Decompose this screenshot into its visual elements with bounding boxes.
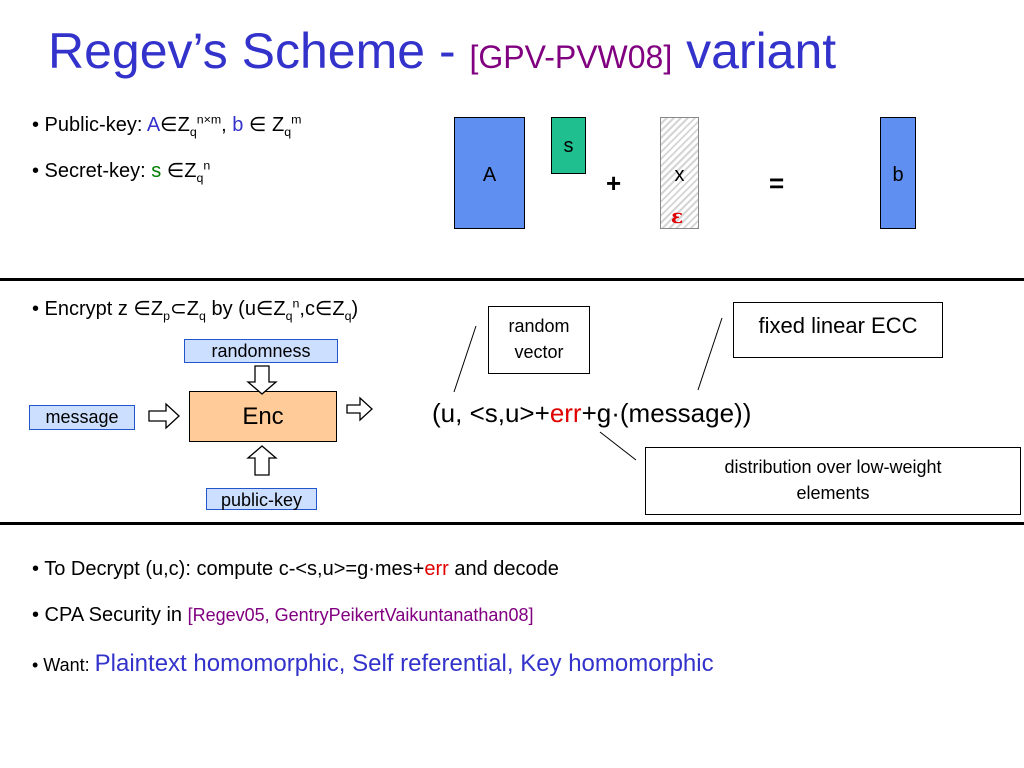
encrypt-superscript-n: n bbox=[292, 296, 300, 311]
pk-superscript-m: m bbox=[291, 112, 302, 127]
public-key-bullet: • Public-key: A∈Zqn×m, b ∈ Zqm bbox=[32, 112, 301, 139]
decrypt-bullet: • To Decrypt (u,c): compute c-<s,u>=g·me… bbox=[32, 558, 559, 581]
cpa-citation: [Regev05, GentryPeikertVaikuntanathan08] bbox=[187, 605, 534, 625]
pk-element-of-2: ∈ Z bbox=[243, 114, 285, 136]
noise-vector-box: x bbox=[660, 117, 699, 229]
encrypt-subscript-p: p bbox=[163, 309, 171, 323]
public-key-label-box: public-key bbox=[206, 488, 317, 510]
pk-element-of: ∈Z bbox=[160, 114, 190, 136]
arrow-right-out-icon bbox=[346, 396, 373, 422]
random-vector-pointer bbox=[453, 325, 477, 393]
formula-part-a: (u, <s,u>+ bbox=[432, 398, 550, 428]
vector-b-box: b bbox=[880, 117, 916, 229]
pk-subscript-q-2: q bbox=[284, 125, 292, 139]
encrypt-text-c: by (u∈Z bbox=[205, 298, 286, 320]
vector-s-label: s bbox=[563, 135, 574, 157]
matrix-a-box: A bbox=[454, 117, 525, 229]
ciphertext-formula: (u, <s,u>+err+g·(message)) bbox=[432, 398, 751, 429]
public-key-label: • Public-key: bbox=[32, 114, 147, 136]
fixed-ecc-callout: fixed linear ECC bbox=[733, 302, 943, 358]
pk-matrix-symbol: A bbox=[146, 114, 161, 136]
random-vector-callout: random vector bbox=[488, 306, 590, 374]
epsilon-symbol: ε bbox=[671, 204, 684, 228]
secret-key-bullet: • Secret-key: s ∈Zqn bbox=[32, 158, 210, 185]
encrypt-subscript-q1: q bbox=[199, 309, 206, 323]
sk-subscript-q: q bbox=[196, 171, 204, 185]
secret-key-label: • Secret-key: bbox=[32, 160, 152, 182]
title-suffix: variant bbox=[672, 23, 837, 79]
pk-comma: , bbox=[221, 114, 233, 136]
decrypt-err: err bbox=[424, 558, 449, 580]
arrow-down-icon bbox=[246, 365, 278, 395]
formula-err: err bbox=[549, 398, 582, 428]
distribution-callout: distribution over low-weight elements bbox=[645, 447, 1021, 515]
divider-bottom bbox=[0, 522, 1024, 525]
title-main: Regev’s Scheme - bbox=[48, 23, 470, 79]
pk-subscript-q: q bbox=[189, 125, 197, 139]
ecc-pointer bbox=[697, 317, 723, 391]
slide-title: Regev’s Scheme - [GPV-PVW08] variant bbox=[48, 22, 836, 80]
decrypt-text-a: • To Decrypt (u,c): compute c-<s,u>=g·me… bbox=[32, 558, 425, 580]
want-bullet: • Want: Plaintext homomorphic, Self refe… bbox=[32, 650, 714, 678]
title-citation: [GPV-PVW08] bbox=[469, 39, 673, 75]
vector-s-box: s bbox=[551, 117, 586, 174]
vector-b-label: b bbox=[892, 164, 904, 186]
divider-top bbox=[0, 278, 1024, 281]
sk-element-of: ∈Z bbox=[161, 160, 197, 182]
encrypt-text-d: ,c∈Z bbox=[299, 298, 345, 320]
encrypt-bullet: • Encrypt z ∈Zp⊂Zq by (u∈Zqn,c∈Zq) bbox=[32, 296, 358, 323]
sk-symbol: s bbox=[151, 160, 162, 182]
want-properties: Plaintext homomorphic, Self referential,… bbox=[94, 650, 714, 677]
matrix-a-label: A bbox=[482, 164, 497, 186]
noise-vector-label: x bbox=[674, 164, 685, 186]
encrypt-text-b: ⊂Z bbox=[170, 298, 200, 320]
pk-superscript-nxm: n×m bbox=[196, 112, 222, 127]
randomness-label: randomness bbox=[184, 339, 338, 363]
pk-vector-symbol: b bbox=[232, 114, 244, 136]
encrypt-subscript-q3: q bbox=[344, 309, 352, 323]
equals-sign: = bbox=[769, 168, 785, 198]
want-label: • Want: bbox=[32, 655, 95, 675]
arrow-right-in-icon bbox=[148, 402, 180, 430]
plus-sign: + bbox=[606, 168, 622, 198]
formula-part-b: +g·(message)) bbox=[581, 398, 752, 428]
cpa-bullet: • CPA Security in [Regev05, GentryPeiker… bbox=[32, 604, 533, 627]
enc-box: Enc bbox=[189, 391, 337, 442]
arrow-up-icon bbox=[246, 445, 278, 476]
encrypt-subscript-q2: q bbox=[285, 309, 293, 323]
distribution-pointer bbox=[599, 431, 637, 461]
decrypt-text-b: and decode bbox=[448, 558, 559, 580]
encrypt-text-e: ) bbox=[351, 298, 359, 320]
encrypt-text-a: • Encrypt z ∈Z bbox=[32, 298, 164, 320]
sk-superscript-n: n bbox=[203, 158, 211, 173]
cpa-text: • CPA Security in bbox=[32, 604, 188, 626]
message-label: message bbox=[29, 405, 135, 430]
